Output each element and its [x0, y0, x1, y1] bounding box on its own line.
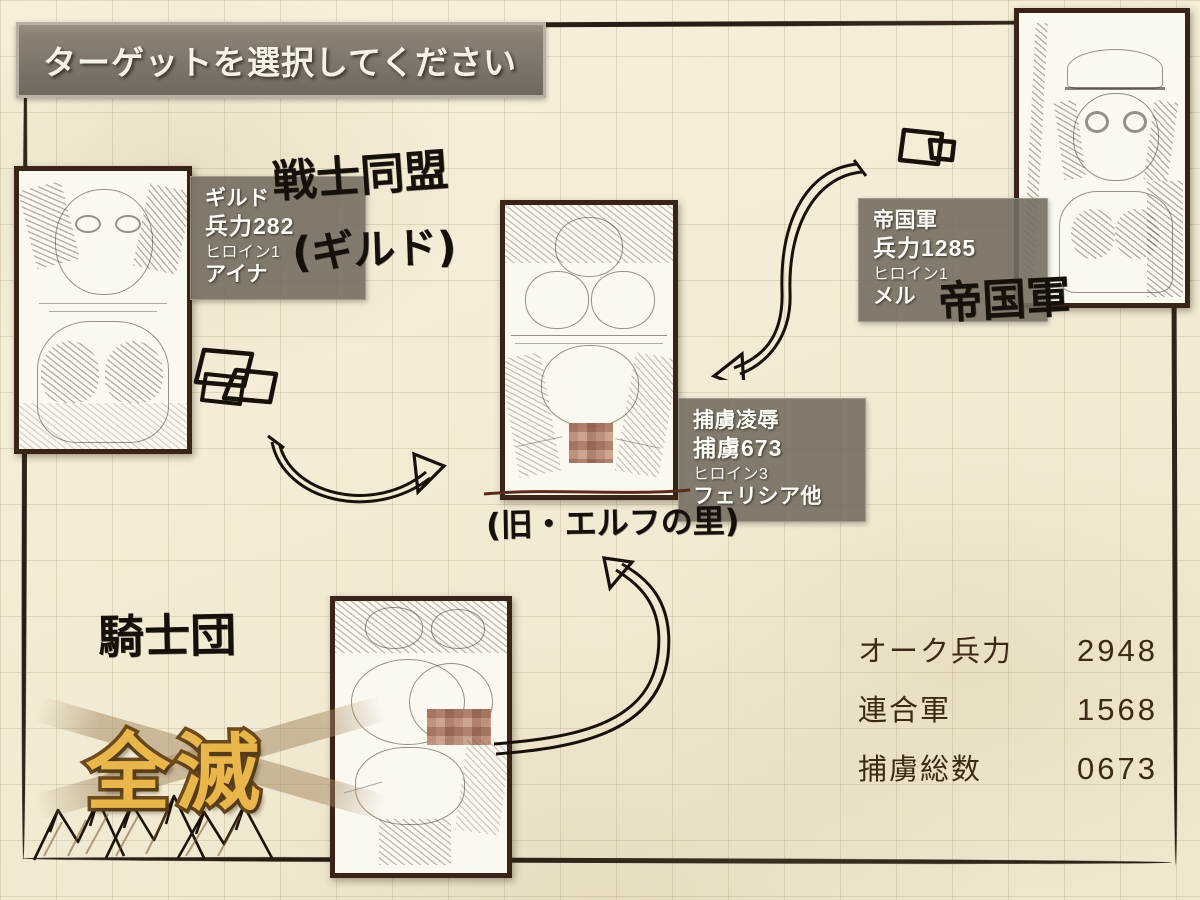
- portrait-panel-guild[interactable]: [14, 166, 192, 454]
- sketch-art-guild: [19, 171, 187, 449]
- stats-label-prisoner-total: 捕虜総数: [858, 754, 983, 786]
- unit-name-prisoners: 捕虜凌辱: [693, 409, 779, 432]
- stats-value-allied-force: 1568: [1077, 692, 1158, 727]
- map-icon-building-guild: [193, 347, 279, 405]
- handwritten-label-guild-alliance-sub: (ギルド): [291, 222, 458, 277]
- scene-panel-prisoners[interactable]: [500, 200, 678, 500]
- unit-heroine-count-guild: ヒロイン1: [205, 243, 281, 261]
- unit-force-prisoners: 捕虜673: [693, 434, 783, 461]
- unit-force-guild: 兵力282: [205, 212, 295, 239]
- stats-row-prisoner-total: 捕虜総数 0673: [858, 746, 1158, 788]
- scene-panel-knights[interactable]: [330, 596, 512, 878]
- unit-heroine-count-prisoners: ヒロイン3: [693, 465, 769, 483]
- unit-heroine-name-prisoners: フェリシア他: [693, 485, 822, 509]
- sketch-art-prisoners: [505, 205, 673, 495]
- unit-name-empire: 帝国軍: [873, 209, 938, 232]
- handwritten-label-guild-alliance: 戦士同盟: [270, 144, 450, 209]
- stats-label-allied-force: 連合軍: [858, 695, 952, 727]
- screen-title-banner: ターゲットを選択してください: [16, 22, 546, 98]
- status-badge-annihilated: 全滅: [82, 721, 267, 826]
- handwritten-label-empire: 帝国軍: [936, 271, 1072, 330]
- sketch-art-empire: [1019, 13, 1185, 303]
- unit-force-empire: 兵力1285: [873, 234, 977, 261]
- stats-value-prisoner-total: 0673: [1077, 751, 1158, 786]
- unit-name-guild: ギルド: [205, 187, 270, 210]
- handwritten-label-elf-village: (旧・エルフの里): [485, 501, 740, 545]
- unit-info-guild[interactable]: ギルド 兵力282 ヒロイン1 アイナ: [190, 176, 366, 300]
- stats-value-orc-force: 2948: [1077, 633, 1158, 668]
- army-stats-panel: オーク兵力 2948 連合軍 1568 捕虜総数 0673: [858, 628, 1158, 805]
- stats-row-allied-force: 連合軍 1568: [858, 687, 1158, 729]
- map-terrain-mountains: [32, 794, 274, 861]
- map-icon-building-empire: [897, 127, 957, 167]
- unit-info-empire[interactable]: 帝国軍 兵力1285 ヒロイン1 メル: [858, 198, 1048, 322]
- unit-heroine-name-guild: アイナ: [205, 263, 269, 287]
- page-title: ターゲットを選択してください: [43, 44, 518, 81]
- sketch-art-knights: [335, 601, 507, 873]
- unit-info-prisoners[interactable]: 捕虜凌辱 捕虜673 ヒロイン3 フェリシア他: [678, 398, 866, 522]
- stats-row-orc-force: オーク兵力 2948: [858, 628, 1158, 670]
- map-arrow-guild-to-center: [267, 434, 447, 504]
- map-arrow-knights-to-center: [493, 556, 671, 756]
- map-icon-building-small: [200, 372, 246, 406]
- status-annihilated-stamp: 全滅: [33, 690, 387, 826]
- handwritten-label-knights: 騎士団: [97, 607, 237, 665]
- unit-heroine-name-empire: メル: [873, 285, 916, 309]
- unit-heroine-count-empire: ヒロイン1: [873, 265, 949, 283]
- stats-label-orc-force: オーク兵力: [858, 636, 1014, 668]
